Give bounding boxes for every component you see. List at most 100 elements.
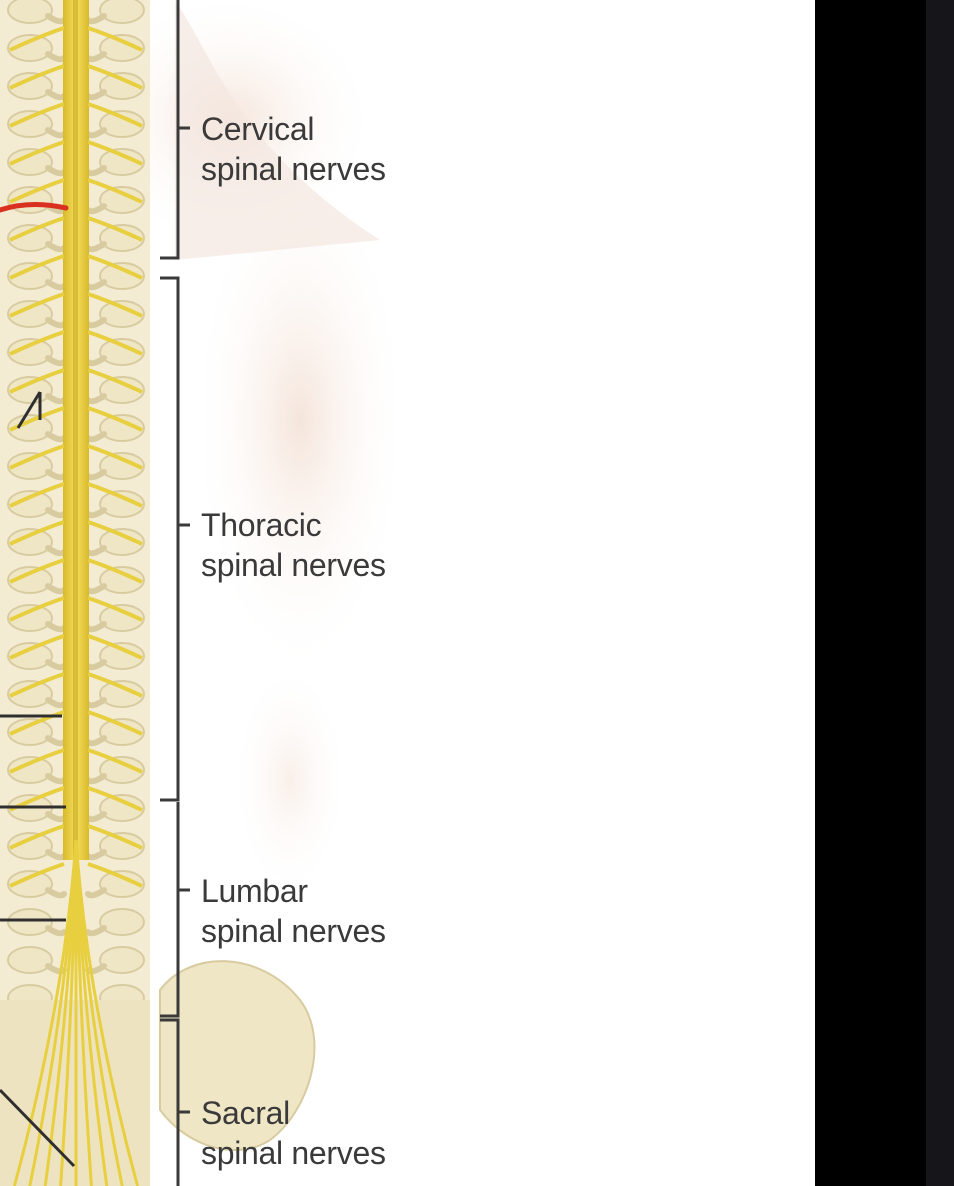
vertebra-right bbox=[99, 72, 145, 100]
facet-right bbox=[85, 925, 107, 937]
vertebra-right bbox=[99, 946, 145, 974]
facet-left bbox=[45, 925, 67, 937]
facet-left bbox=[45, 887, 67, 899]
nerve-root-left bbox=[9, 26, 65, 52]
cauda-strand bbox=[74, 839, 140, 1186]
vertebra-right bbox=[99, 110, 145, 138]
nerve-root-left bbox=[9, 216, 65, 242]
vertebra-left bbox=[7, 946, 53, 974]
vertebra-left bbox=[7, 908, 53, 936]
vertebra-left bbox=[7, 490, 53, 518]
body-shading bbox=[80, 0, 410, 900]
nerve-root-right bbox=[87, 26, 143, 52]
label-sacral-line1: Sacral bbox=[201, 1095, 290, 1131]
nerve-root-right bbox=[87, 634, 143, 660]
nerve-root-right bbox=[87, 482, 143, 508]
vertebra-left bbox=[7, 870, 53, 898]
vertebra-left bbox=[7, 528, 53, 556]
nerve-root-right bbox=[87, 862, 143, 888]
nerve-root-right bbox=[87, 596, 143, 622]
nerve-root-right bbox=[87, 748, 143, 774]
vertebra-left bbox=[7, 72, 53, 100]
nerve-root-right bbox=[87, 710, 143, 736]
label-cervical-line2: spinal nerves bbox=[201, 151, 386, 187]
vertebra-left bbox=[7, 642, 53, 670]
facet-right bbox=[85, 887, 107, 899]
nerve-root-right bbox=[87, 254, 143, 280]
vertebra-left bbox=[7, 604, 53, 632]
nerve-root-left bbox=[9, 330, 65, 356]
vertebra-right bbox=[99, 642, 145, 670]
vertebra-right bbox=[99, 718, 145, 746]
label-thoracic-line2: spinal nerves bbox=[201, 547, 386, 583]
label-sacral-line2: spinal nerves bbox=[201, 1135, 386, 1171]
figure-panel: Cervical spinal nerves Thoracic spinal n… bbox=[0, 0, 815, 1186]
nerve-root-right bbox=[87, 102, 143, 128]
vertebra-right bbox=[99, 224, 145, 252]
nerve-root-left bbox=[9, 140, 65, 166]
vertebra-right bbox=[99, 832, 145, 860]
vertebra-left bbox=[7, 148, 53, 176]
nerve-root-right bbox=[87, 64, 143, 90]
vertebra-right bbox=[99, 338, 145, 366]
nerve-root-right bbox=[87, 330, 143, 356]
bracket-lumbar bbox=[160, 802, 190, 1018]
nerve-root-left bbox=[9, 368, 65, 394]
spinal-cord bbox=[9, 0, 143, 1186]
nerve-root-right bbox=[87, 178, 143, 204]
label-sacral: Sacral spinal nerves bbox=[201, 1093, 386, 1173]
label-cervical: Cervical spinal nerves bbox=[201, 109, 386, 189]
nerve-root-right bbox=[87, 786, 143, 812]
nerve-root-right bbox=[87, 824, 143, 850]
label-lumbar-line1: Lumbar bbox=[201, 873, 308, 909]
vertebra-right bbox=[99, 376, 145, 404]
vertebra-right bbox=[99, 870, 145, 898]
vertebra-left bbox=[7, 452, 53, 480]
nerve-root-left bbox=[9, 672, 65, 698]
vertebra-right bbox=[99, 186, 145, 214]
vertebra-right bbox=[99, 908, 145, 936]
vertebra-right bbox=[99, 794, 145, 822]
nerve-root-left bbox=[9, 862, 65, 888]
nerve-root-left bbox=[9, 634, 65, 660]
facet-left bbox=[45, 963, 67, 975]
label-lumbar-line2: spinal nerves bbox=[201, 913, 386, 949]
label-thoracic: Thoracic spinal nerves bbox=[201, 505, 386, 585]
label-lumbar: Lumbar spinal nerves bbox=[201, 871, 386, 951]
nerve-root-left bbox=[9, 482, 65, 508]
vertebra-left bbox=[7, 414, 53, 442]
vertebra-right bbox=[99, 148, 145, 176]
nerve-root-left bbox=[9, 64, 65, 90]
vertebra-left bbox=[7, 680, 53, 708]
vertebra-right bbox=[99, 528, 145, 556]
nerve-root-left bbox=[9, 254, 65, 280]
bracket-sacral bbox=[160, 1018, 190, 1186]
nerve-root-left bbox=[9, 444, 65, 470]
dark-side-strip bbox=[926, 0, 954, 1186]
leader-lines bbox=[0, 391, 76, 1168]
bracket-thoracic bbox=[160, 276, 190, 802]
vertebra-right bbox=[99, 414, 145, 442]
nerve-root-right bbox=[87, 444, 143, 470]
vertebra-left bbox=[7, 110, 53, 138]
vertebra-right bbox=[99, 604, 145, 632]
nerve-root-right bbox=[87, 368, 143, 394]
vertebra-right bbox=[99, 452, 145, 480]
vertebra-left bbox=[7, 338, 53, 366]
vertebra-right bbox=[99, 756, 145, 784]
nerve-root-right bbox=[87, 140, 143, 166]
nerve-root-left bbox=[9, 824, 65, 850]
bracket-cervical bbox=[160, 0, 190, 260]
nerve-root-left bbox=[9, 596, 65, 622]
vertebra-right bbox=[99, 300, 145, 328]
red-marker bbox=[0, 201, 69, 213]
label-cervical-line1: Cervical bbox=[201, 111, 315, 147]
nerve-root-left bbox=[9, 748, 65, 774]
vertebra-right bbox=[99, 0, 145, 24]
label-thoracic-line1: Thoracic bbox=[201, 507, 322, 543]
nerve-root-left bbox=[9, 292, 65, 318]
nerve-roots bbox=[9, 26, 143, 888]
vertebra-right bbox=[99, 262, 145, 290]
nerve-root-left bbox=[9, 520, 65, 546]
nerve-root-right bbox=[87, 406, 143, 432]
